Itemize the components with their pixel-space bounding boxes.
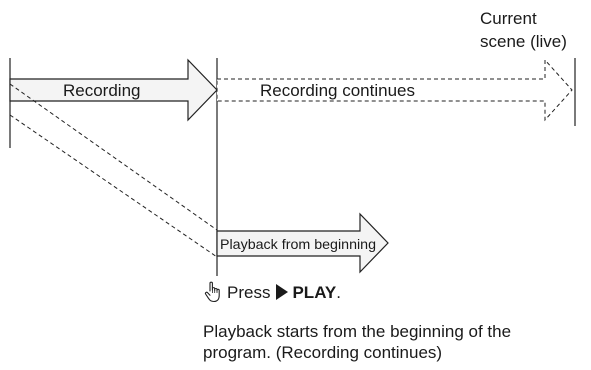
playback-label: Playback from beginning	[220, 236, 376, 252]
press-play-instruction: Press PLAY .	[203, 278, 341, 306]
playback-arrow	[216, 212, 389, 274]
recording-label: Recording	[63, 81, 141, 100]
recording-continues-arrow	[216, 58, 573, 122]
play-button-label: PLAY	[292, 282, 337, 302]
hand-pointer-icon	[203, 280, 223, 304]
playback-caption: Playback starts from the beginning of th…	[203, 321, 588, 363]
recording-continues-label: Recording continues	[260, 81, 415, 100]
recording-arrow	[9, 58, 218, 122]
current-scene-label-line2: scene (live)	[480, 32, 567, 51]
caption-line-1: Playback starts from the beginning of th…	[203, 322, 512, 341]
projection-line-top	[9, 83, 218, 231]
projection-line-bottom	[9, 114, 218, 258]
current-scene-label-line1: Current	[480, 9, 537, 28]
play-icon	[276, 284, 289, 300]
caption-line-2: program. (Recording continues)	[203, 343, 443, 362]
press-label: Press	[227, 282, 271, 302]
press-period: .	[336, 282, 341, 302]
